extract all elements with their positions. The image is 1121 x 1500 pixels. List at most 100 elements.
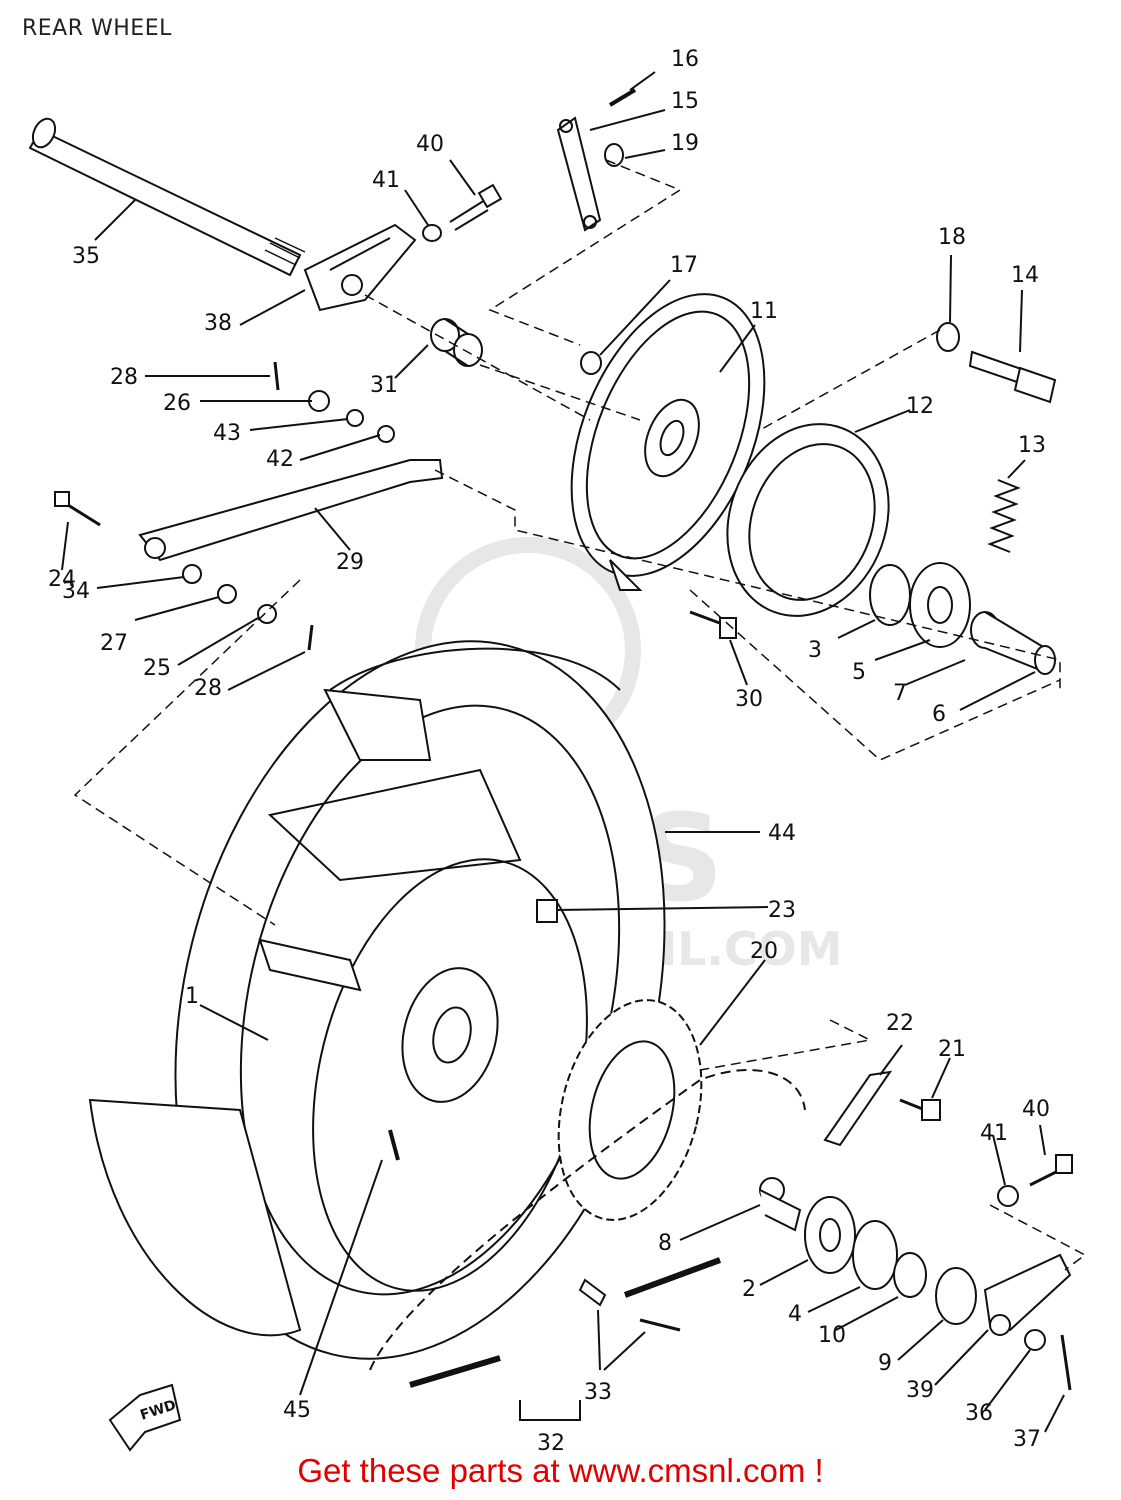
part-label-14: 14	[1011, 263, 1039, 288]
footer-link[interactable]: Get these parts at www.cmsnl.com !	[297, 1452, 824, 1489]
part-label-7: 7	[893, 681, 907, 706]
part-label-3: 3	[808, 638, 822, 663]
spring-13	[987, 479, 1021, 553]
part-label-20: 20	[750, 939, 778, 964]
part-drawings	[28, 88, 1087, 1391]
part-label-15: 15	[671, 89, 699, 114]
washer-18	[936, 322, 960, 352]
part-label-2: 2	[742, 1277, 756, 1302]
sprocket-20	[557, 999, 703, 1221]
washer-27	[217, 584, 237, 604]
collar-9	[935, 1267, 977, 1325]
part-label-36: 36	[965, 1401, 993, 1426]
part-label-12: 12	[906, 394, 934, 419]
washer-42	[377, 425, 395, 443]
nut-41-bottom	[997, 1185, 1019, 1207]
nut-36	[1024, 1329, 1046, 1351]
part-label-9: 9	[878, 1351, 892, 1376]
part-label-41: 41	[372, 168, 400, 193]
part-label-10: 10	[818, 1323, 846, 1348]
part-label-44: 44	[768, 821, 796, 846]
washer-43	[346, 409, 364, 427]
part-label-11: 11	[750, 299, 778, 324]
sleeve-6-7	[970, 611, 1056, 675]
wheel-1	[258, 768, 588, 1292]
brake-shoe-12	[726, 423, 890, 617]
bolt-24	[54, 491, 101, 527]
chain-puller-39	[983, 1253, 1072, 1336]
nut-34	[182, 564, 202, 584]
spacer-10	[893, 1252, 927, 1298]
footer-promo: Get these parts at www.cmsnl.com !	[0, 1452, 1121, 1490]
oil-seal-4	[852, 1220, 898, 1290]
cotter-pin-37	[1060, 1334, 1072, 1391]
forward-arrow-icon: FWD	[108, 1383, 182, 1452]
balance-weight-23	[536, 899, 558, 923]
part-label-22: 22	[886, 1011, 914, 1036]
part-label-18: 18	[938, 225, 966, 250]
part-label-4: 4	[788, 1302, 802, 1327]
bolt-40-top	[449, 183, 503, 231]
bolt-40-bottom	[1029, 1154, 1073, 1187]
valve-45	[388, 1129, 400, 1161]
collar-31	[430, 318, 483, 367]
part-label-41-bottom: 41	[980, 1121, 1008, 1146]
part-label-16: 16	[671, 47, 699, 72]
bolt-16	[608, 88, 637, 107]
chain-puller-38	[303, 223, 417, 312]
part-label-28-top: 28	[110, 365, 138, 390]
part-label-19: 19	[671, 131, 699, 156]
tension-bar-29	[138, 459, 444, 562]
part-label-8: 8	[658, 1231, 672, 1256]
part-label-26: 26	[163, 391, 191, 416]
axle-35	[28, 117, 306, 277]
part-label-29: 29	[336, 550, 364, 575]
part-label-25: 25	[143, 656, 171, 681]
cotter-pin-28-bottom	[307, 624, 314, 651]
part-label-40-bottom: 40	[1022, 1097, 1050, 1122]
part-label-45: 45	[283, 1398, 311, 1423]
part-label-31: 31	[370, 373, 398, 398]
part-label-34: 34	[62, 579, 90, 604]
nut-17	[580, 351, 602, 375]
part-label-42: 42	[266, 447, 294, 472]
part-label-28-bottom: 28	[194, 676, 222, 701]
part-label-27: 27	[100, 631, 128, 656]
part-label-6: 6	[932, 702, 946, 727]
part-label-43: 43	[213, 421, 241, 446]
lock-washer-19	[604, 143, 624, 167]
part-label-23: 23	[768, 898, 796, 923]
part-label-13: 13	[1018, 433, 1046, 458]
part-label-17: 17	[670, 253, 698, 278]
leader-lines	[61, 71, 1065, 1433]
assembly-lines	[73, 159, 1087, 1271]
collar-8	[759, 1177, 802, 1232]
part-label-24: 24	[48, 567, 76, 592]
part-label-32: 32	[537, 1431, 565, 1456]
chain-joint-33	[578, 1278, 681, 1332]
drive-chain-32	[369, 1069, 806, 1388]
part-label-21: 21	[938, 1037, 966, 1062]
part-label-38: 38	[204, 311, 232, 336]
lock-plate-22	[823, 1070, 893, 1147]
part-label-39: 39	[906, 1378, 934, 1403]
part-label-5: 5	[852, 660, 866, 685]
part-label-35: 35	[72, 244, 100, 269]
page-title: REAR WHEEL	[22, 16, 172, 41]
part-label-37: 37	[1013, 1427, 1041, 1452]
bolt-21	[899, 1098, 941, 1121]
bearing-2	[804, 1196, 856, 1274]
part-label-1: 1	[185, 984, 199, 1009]
part-label-30: 30	[735, 687, 763, 712]
part-label-40: 40	[416, 132, 444, 157]
nut-41-top	[422, 224, 442, 242]
bolt-30	[689, 610, 737, 639]
nut-25	[257, 604, 277, 624]
torque-arm-15	[556, 116, 602, 232]
part-label-33: 33	[584, 1380, 612, 1405]
bearing-5	[909, 562, 971, 648]
cotter-pin-28-top	[273, 361, 280, 391]
camshaft-14	[968, 350, 1057, 404]
part-labels: 16 15 19 40 41 35 17 11 18 14 38 28 31 2…	[48, 47, 1050, 1456]
